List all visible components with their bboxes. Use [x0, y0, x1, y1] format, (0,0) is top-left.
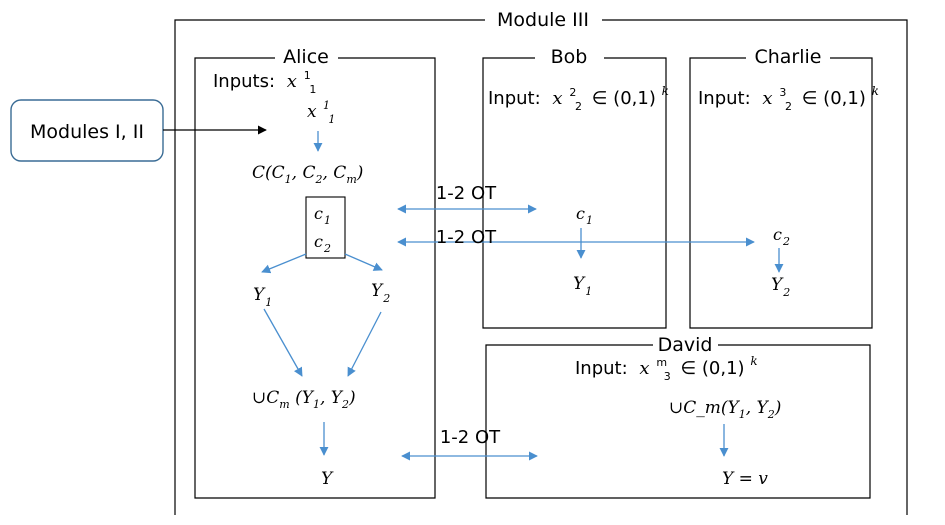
alice-title: Alice — [283, 46, 329, 68]
charlie-c2: c2 — [773, 225, 790, 248]
module-title: Module III — [497, 9, 589, 31]
alice-box: Alice — [194, 46, 436, 499]
charlie-y2: Y2 — [771, 275, 790, 299]
david-input: Input: x m 3 ∈ (0,1) k — [575, 350, 758, 385]
charlie-title: Charlie — [754, 46, 821, 68]
bob-box: Bob — [482, 46, 667, 329]
david-title: David — [658, 334, 713, 356]
charlie-box: Charlie — [689, 46, 873, 329]
alice-output: Y — [321, 469, 334, 489]
david-box: David — [485, 334, 871, 499]
alice-c1: c1 — [314, 204, 331, 227]
arrow-c-to-y2 — [344, 253, 383, 271]
arrow-c-to-y1 — [261, 253, 307, 274]
module-frame: Module III — [174, 9, 908, 515]
alice-x: x 1 1 — [307, 94, 335, 126]
alice-inputs: Inputs: x 1 1 — [213, 63, 316, 96]
alice-c-box — [305, 196, 346, 259]
modules-label: Modules I, II — [30, 121, 144, 143]
ot-label-2: 1-2 OT — [436, 227, 497, 248]
bob-input: Input: x 2 2 ∈ (0,1) k — [488, 80, 669, 115]
bob-y1: Y1 — [573, 274, 592, 298]
alice-y1: Y1 — [253, 285, 272, 309]
bob-title: Bob — [551, 46, 588, 68]
david-union: ∪C_m(Y1, Y2) — [669, 398, 781, 421]
modules-box: Modules I, II — [10, 99, 164, 162]
alice-union: ∪Cm (Y1, Y2) — [252, 388, 356, 411]
arrow-y1-to-union — [263, 308, 303, 377]
alice-y2: Y2 — [371, 281, 390, 305]
alice-c2: c2 — [314, 232, 331, 255]
alice-circuit: C(C1, C2, Cm) — [252, 163, 363, 186]
arrow-y2-to-union — [347, 311, 382, 377]
ot-label-3: 1-2 OT — [440, 427, 501, 448]
david-output: Y = v — [722, 469, 768, 489]
ot-label-1: 1-2 OT — [436, 183, 497, 204]
bob-c1: c1 — [576, 204, 593, 227]
charlie-input: Input: x 3 2 ∈ (0,1) k — [698, 80, 879, 115]
